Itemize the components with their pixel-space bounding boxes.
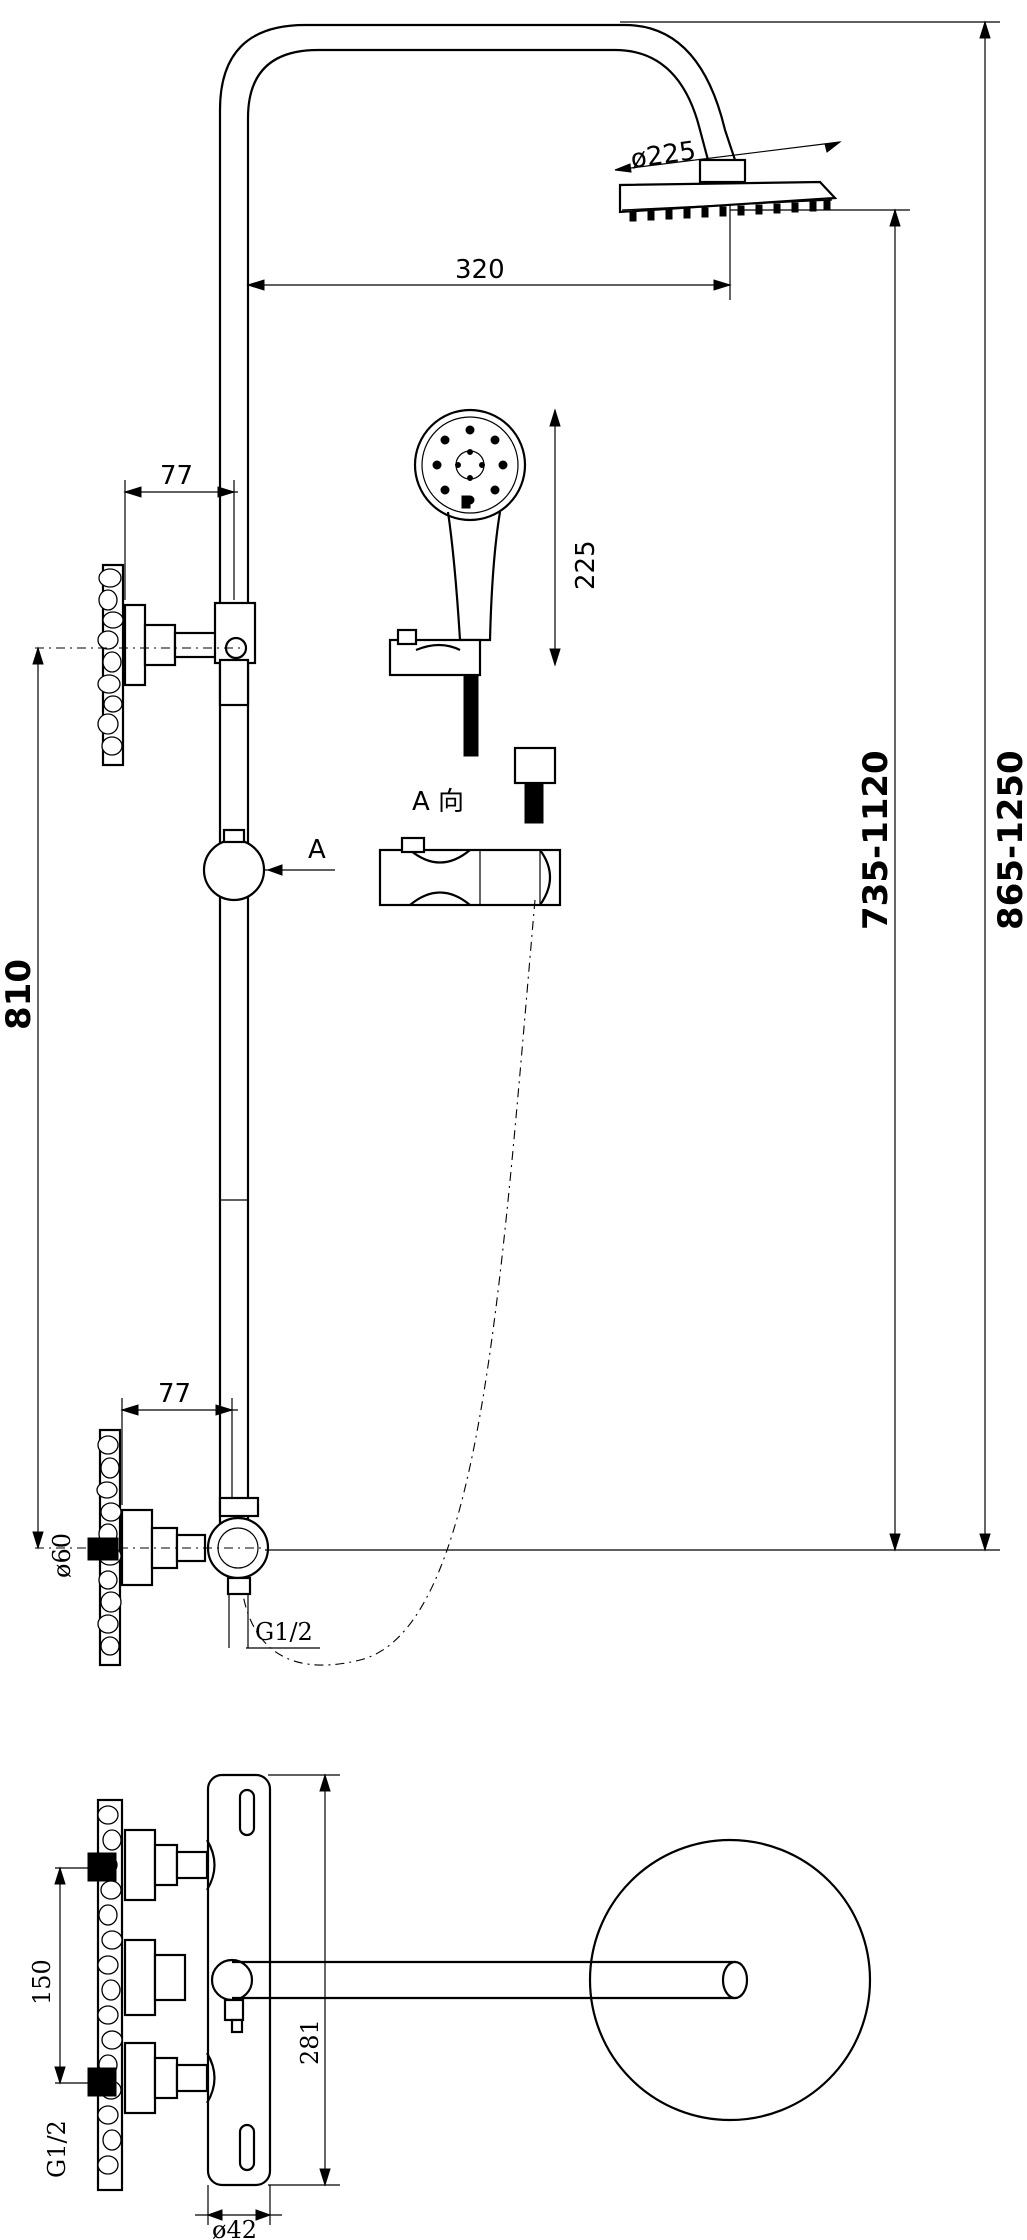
arm-length-dimension: 320 bbox=[246, 205, 732, 300]
lower-offset-dimension: 77 bbox=[120, 1379, 238, 1505]
bracket-spacing-label: 810 bbox=[0, 959, 39, 1030]
upper-offset-dimension: 77 bbox=[123, 461, 238, 600]
slider-detail-view-a: A 向 bbox=[378, 787, 562, 907]
mixer-length-label: 281 bbox=[296, 2019, 324, 2065]
inlet-thread-label: G1/2 bbox=[43, 2120, 71, 2178]
upper-wall-bracket bbox=[35, 563, 257, 767]
view-direction-label: A 向 bbox=[412, 787, 464, 817]
mixer-diameter-dimension: ø42 bbox=[195, 2185, 282, 2240]
bracket-spacing-dimension: 810 bbox=[0, 646, 44, 1550]
top-view-arm bbox=[232, 1960, 749, 2000]
lower-inlet bbox=[87, 2041, 216, 2115]
overhead-diameter-label: ø225 bbox=[629, 136, 698, 175]
mixer-length-dimension: 281 bbox=[268, 1773, 340, 2187]
hand-shower: 225 bbox=[388, 408, 601, 824]
slider-ring: A bbox=[202, 828, 335, 902]
outlet-thread-label: G1/2 bbox=[255, 1618, 313, 1646]
lower-wall-bracket bbox=[35, 1428, 270, 1667]
upper-offset-label: 77 bbox=[160, 461, 193, 491]
total-height-dimension: 865-1250 bbox=[620, 20, 1027, 1552]
inlet-spacing-label: 150 bbox=[28, 1959, 56, 2005]
mixer-diameter-label: ø42 bbox=[212, 2216, 257, 2240]
middle-outlet bbox=[123, 1938, 254, 2034]
rail-height-label: 735-1120 bbox=[856, 750, 896, 930]
upper-inlet bbox=[87, 1828, 216, 1902]
outlet-thread-dimension: G1/2 bbox=[246, 1618, 320, 1649]
riser-pipe bbox=[218, 23, 737, 1555]
wall-flange-diameter-label: ø60 bbox=[48, 1533, 76, 1578]
rail-height-dimension: 735-1120 bbox=[265, 208, 910, 1552]
inlet-spacing-dimension: 150 bbox=[28, 1866, 90, 2085]
overhead-shower-top-view bbox=[588, 1838, 872, 2122]
lower-offset-label: 77 bbox=[158, 1379, 191, 1409]
upper-wall-stones bbox=[97, 568, 124, 756]
hand-shower-length-label: 225 bbox=[571, 540, 601, 590]
overhead-shower-head: ø225 bbox=[614, 136, 842, 222]
view-arrow-label: A bbox=[308, 835, 326, 865]
top-view: 150 G1/2 281 ø42 bbox=[28, 1773, 872, 2240]
side-view: ø225 320 bbox=[0, 20, 1027, 1667]
arm-length-label: 320 bbox=[455, 255, 505, 285]
total-height-label: 865-1250 bbox=[991, 750, 1027, 930]
